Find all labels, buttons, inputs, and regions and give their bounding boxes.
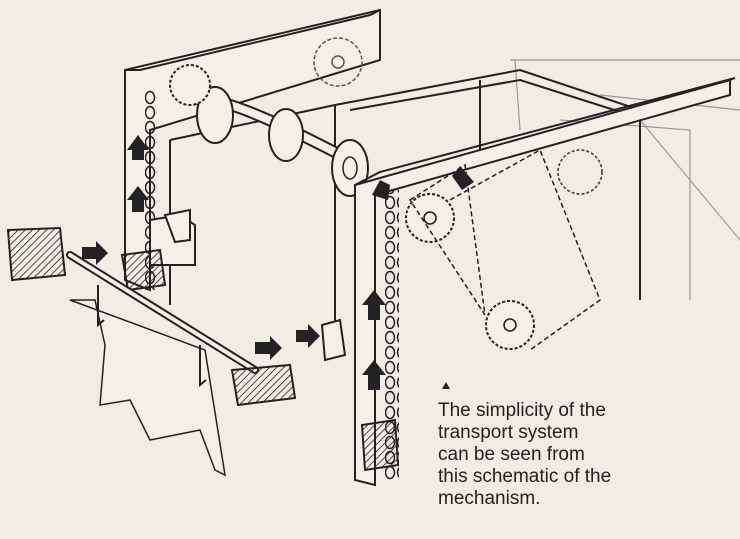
film-sheet	[69, 299, 226, 477]
film-hanger	[6, 226, 297, 477]
caption-line: this schematic of the	[438, 466, 612, 487]
process-tank	[169, 68, 641, 330]
roller-shaft	[194, 86, 369, 197]
motion-arrows	[82, 135, 474, 390]
far-sprocket-icon	[557, 149, 603, 195]
caption-line: mechanism.	[438, 488, 541, 509]
clip-icon	[97, 285, 105, 328]
arrow-up-icon	[362, 360, 386, 390]
clip-icon	[199, 345, 207, 388]
caption-marker	[442, 382, 450, 389]
upper-sprocket-icon	[313, 37, 363, 87]
front-upper-sprocket-icon	[405, 193, 455, 243]
caption-line: can be seen from	[438, 444, 585, 465]
roller-spool-icon	[268, 108, 304, 162]
arrow-icon	[372, 180, 390, 200]
caption-line: The simplicity of the	[438, 400, 606, 421]
front-hook-block	[320, 318, 347, 362]
rod-end-block	[6, 226, 67, 282]
rod-end-block	[230, 363, 297, 407]
carrier-hooks	[120, 208, 400, 472]
figure-caption: The simplicity of the transport system c…	[438, 400, 668, 510]
back-carrier-block	[120, 248, 167, 292]
arrow-right-icon	[255, 336, 282, 360]
arrow-right-icon	[296, 324, 320, 348]
front-lower-sprocket-icon	[485, 300, 535, 350]
arrow-up-icon	[127, 186, 149, 212]
arrow-up-icon	[127, 135, 149, 160]
roller-spool-icon	[196, 86, 234, 144]
arrow-right-icon	[82, 241, 108, 265]
front-carrier-block	[360, 418, 400, 472]
front-chain-drive	[385, 148, 603, 480]
arrow-icon	[452, 166, 474, 190]
arrow-up-icon	[362, 290, 386, 320]
caption-line: transport system	[438, 422, 579, 443]
front-chain	[385, 190, 399, 480]
back-sprocket-icon	[169, 64, 211, 106]
